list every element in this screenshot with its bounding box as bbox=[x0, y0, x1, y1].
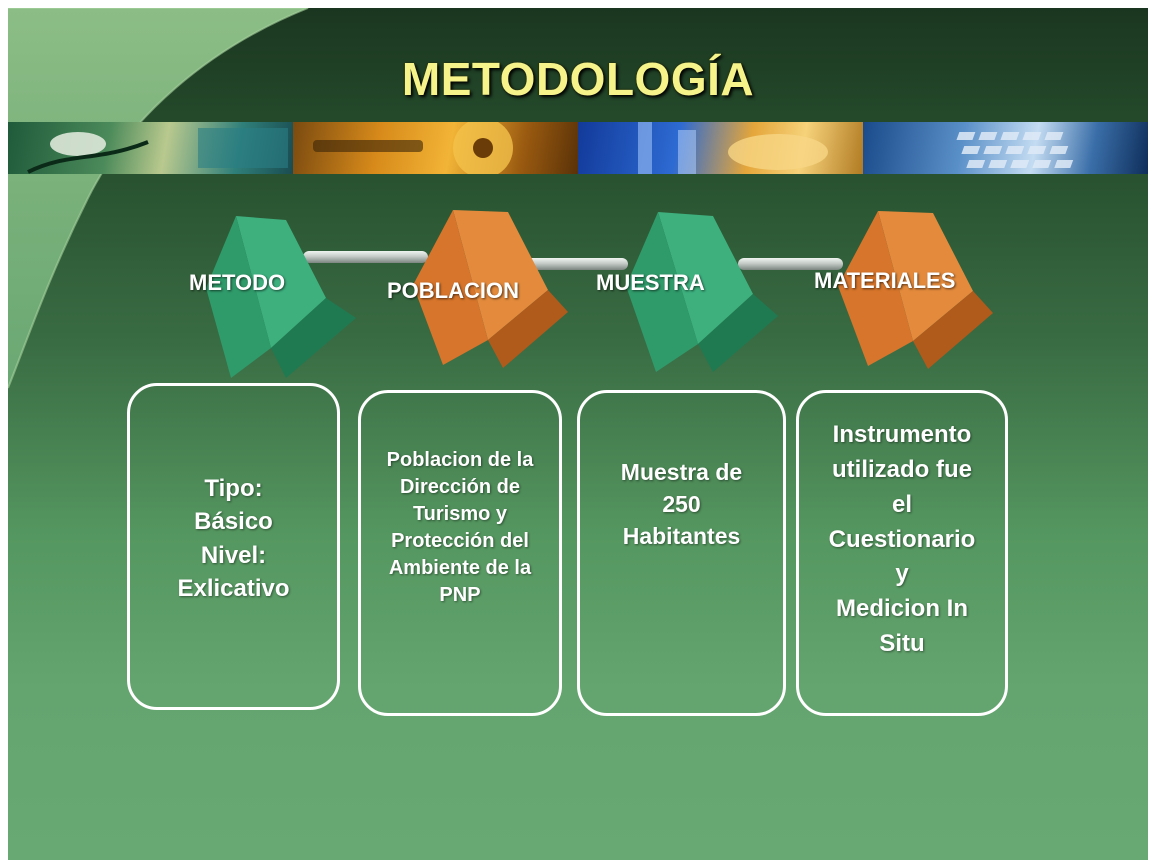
step-label-metodo: METODO bbox=[189, 270, 286, 295]
content-box-materiales: Instrumento utilizado fue el Cuestionari… bbox=[796, 390, 1008, 716]
connector-1 bbox=[303, 251, 428, 263]
content-text-metodo: Tipo: Básico Nivel: Exlicativo bbox=[177, 475, 290, 602]
step-label-materiales: MATERIALES bbox=[814, 268, 956, 293]
photo-banner bbox=[8, 122, 1148, 174]
connector-3 bbox=[738, 258, 843, 270]
content-text-materiales: Instrumento utilizado fue el Cuestionari… bbox=[828, 421, 976, 657]
lab-glassware-photo bbox=[578, 122, 863, 174]
slide-title: METODOLOGÍA bbox=[401, 53, 755, 105]
computer-mouse-photo bbox=[8, 122, 293, 174]
step-cube-metodo bbox=[206, 216, 356, 378]
keyboard-photo bbox=[863, 122, 1148, 174]
background-swoosh bbox=[8, 8, 309, 389]
content-box-poblacion: Poblacion de la Dirección de Turismo y P… bbox=[358, 390, 562, 716]
content-box-metodo: Tipo: Básico Nivel: Exlicativo bbox=[127, 383, 340, 710]
content-text-muestra: Muestra de 250 Habitantes bbox=[620, 459, 743, 549]
step-cube-materiales bbox=[838, 211, 993, 369]
step-label-muestra: MUESTRA bbox=[596, 270, 705, 295]
content-box-muestra: Muestra de 250 Habitantes bbox=[577, 390, 786, 716]
step-label-poblacion: POBLACION bbox=[387, 278, 519, 303]
step-cube-muestra bbox=[626, 212, 778, 372]
content-text-poblacion: Poblacion de la Dirección de Turismo y P… bbox=[386, 449, 534, 606]
keys-and-disk-photo bbox=[293, 122, 578, 174]
step-cube-poblacion bbox=[413, 210, 568, 368]
connector-2 bbox=[518, 258, 628, 270]
slide: METODOLOGÍA bbox=[8, 8, 1148, 860]
